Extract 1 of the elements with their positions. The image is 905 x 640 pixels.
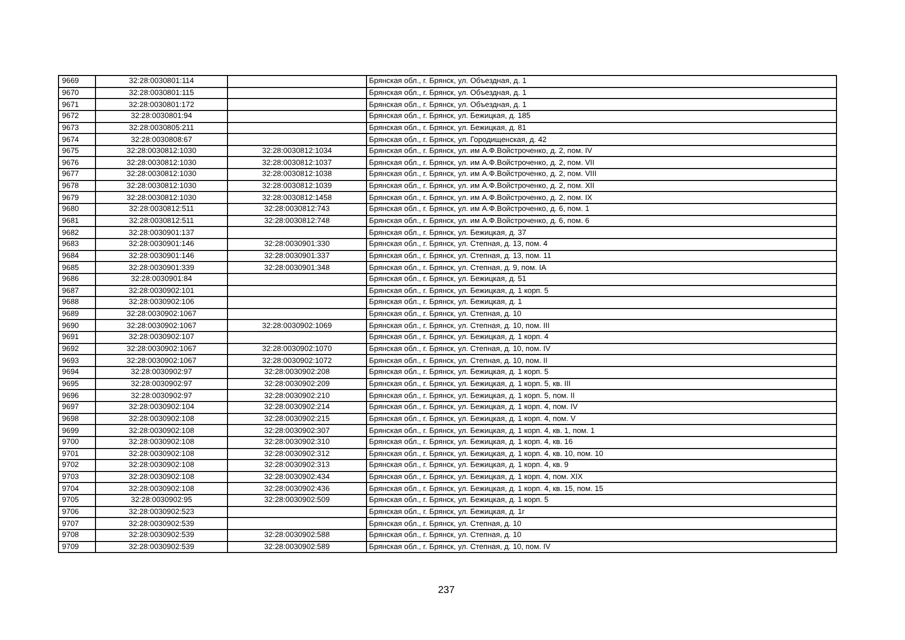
page-number: 237: [438, 585, 455, 596]
